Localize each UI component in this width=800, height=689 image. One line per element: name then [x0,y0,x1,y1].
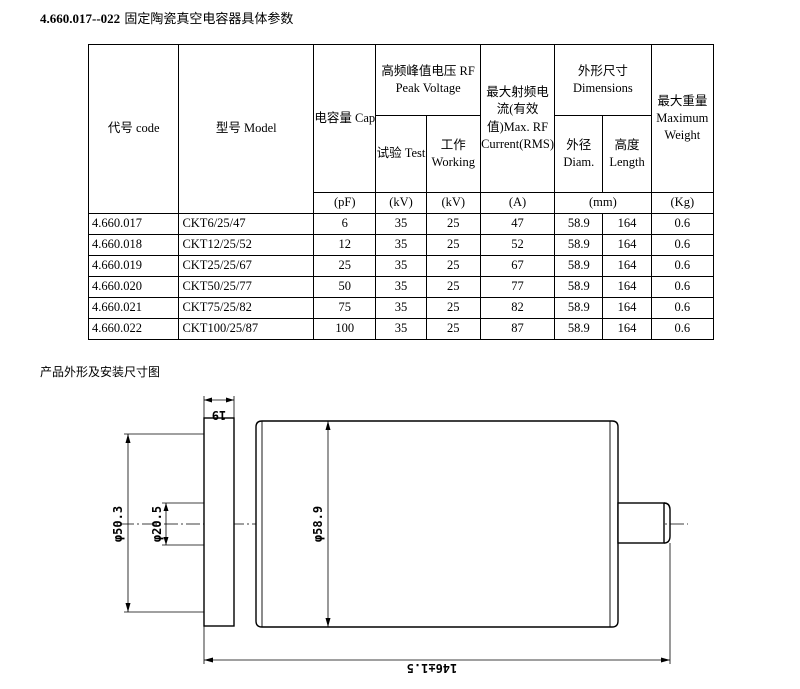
unit-weight: (Kg) [650,192,715,214]
title-text: 固定陶瓷真空电容器具体参数 [124,12,294,27]
cell-working: 25 [425,255,481,277]
length-arrow-left [204,657,213,663]
left-flange [203,417,235,627]
drawing-caption: 产品外形及安装尺寸图 [40,365,161,379]
body-diameter-label: φ58.9 [311,506,325,542]
header-model: 型号 Model [178,44,315,214]
flange-width-label: 19 [212,408,226,422]
flange-width-arrow-right [226,397,234,403]
cell-weight: 0.6 [650,255,715,277]
cell-diam: 58.9 [554,297,604,319]
cell-diam: 58.9 [554,213,604,235]
body-diameter-arrow-top [325,421,331,430]
cell-model: CKT75/25/82 [178,297,315,319]
right-terminal [617,502,665,544]
cell-code: 4.660.022 [87,318,180,340]
cell-length: 164 [602,297,652,319]
spec-table: 代号 code 型号 Model 电容量 Cap 高频峰值电压 RF Peak … [87,44,715,340]
cell-cap: 100 [313,318,377,340]
length-arrow-right [661,657,670,663]
table-row: 4.660.020 CKT50/25/77 50 35 25 77 58.9 1… [87,276,715,298]
terminal-diameter-label: φ20.5 [150,506,164,542]
page-title: 4.660.017--022 固定陶瓷真空电容器具体参数 [40,8,293,27]
cell-length: 164 [602,234,652,256]
header-test: 试验 Test [375,115,427,193]
body-diameter-arrow-bottom [325,618,331,627]
cell-working: 25 [425,276,481,298]
flange-diameter-label: φ50.3 [111,506,125,542]
title-code-range: 4.660.017--022 [40,11,121,26]
unit-dimensions: (mm) [554,192,652,214]
cell-current: 77 [479,276,556,298]
capacitor-body [255,420,619,628]
unit-test: (kV) [375,192,427,214]
cell-working: 25 [425,297,481,319]
header-code: 代号 code [87,44,180,214]
cell-cap: 12 [313,234,377,256]
header-current: 最大射频电流(有效值)Max. RF Current(RMS) [479,44,556,193]
cell-diam: 58.9 [554,255,604,277]
cell-current: 87 [479,318,556,340]
table-row: 4.660.018 CKT12/25/52 12 35 25 52 58.9 1… [87,234,715,256]
right-terminal-end [663,502,671,544]
header-length: 高度 Length [602,115,652,193]
cell-weight: 0.6 [650,318,715,340]
terminal-diameter-arrow-bottom [163,537,169,545]
cell-code: 4.660.017 [87,213,180,235]
header-working: 工作 Working [425,115,481,193]
header-voltage: 高频峰值电压 RF Peak Voltage [375,44,481,116]
cell-code: 4.660.020 [87,276,180,298]
flange-width-arrow-left [204,397,212,403]
flange-diameter-arrow-bottom [125,603,131,612]
header-weight: 最大重量 Maximum Weight [650,44,715,193]
length-label: 146±1.5 [407,661,458,675]
cell-working: 25 [425,213,481,235]
cell-model: CKT100/25/87 [178,318,315,340]
table-row: 4.660.022 CKT100/25/87 100 35 25 87 58.9… [87,318,715,340]
terminal-diameter-arrow-top [163,503,169,511]
cell-model: CKT12/25/52 [178,234,315,256]
cell-test: 35 [375,255,427,277]
header-cap: 电容量 Cap [313,44,377,193]
cell-code: 4.660.018 [87,234,180,256]
cell-weight: 0.6 [650,234,715,256]
flange-diameter-arrow-top [125,434,131,443]
cell-working: 25 [425,318,481,340]
